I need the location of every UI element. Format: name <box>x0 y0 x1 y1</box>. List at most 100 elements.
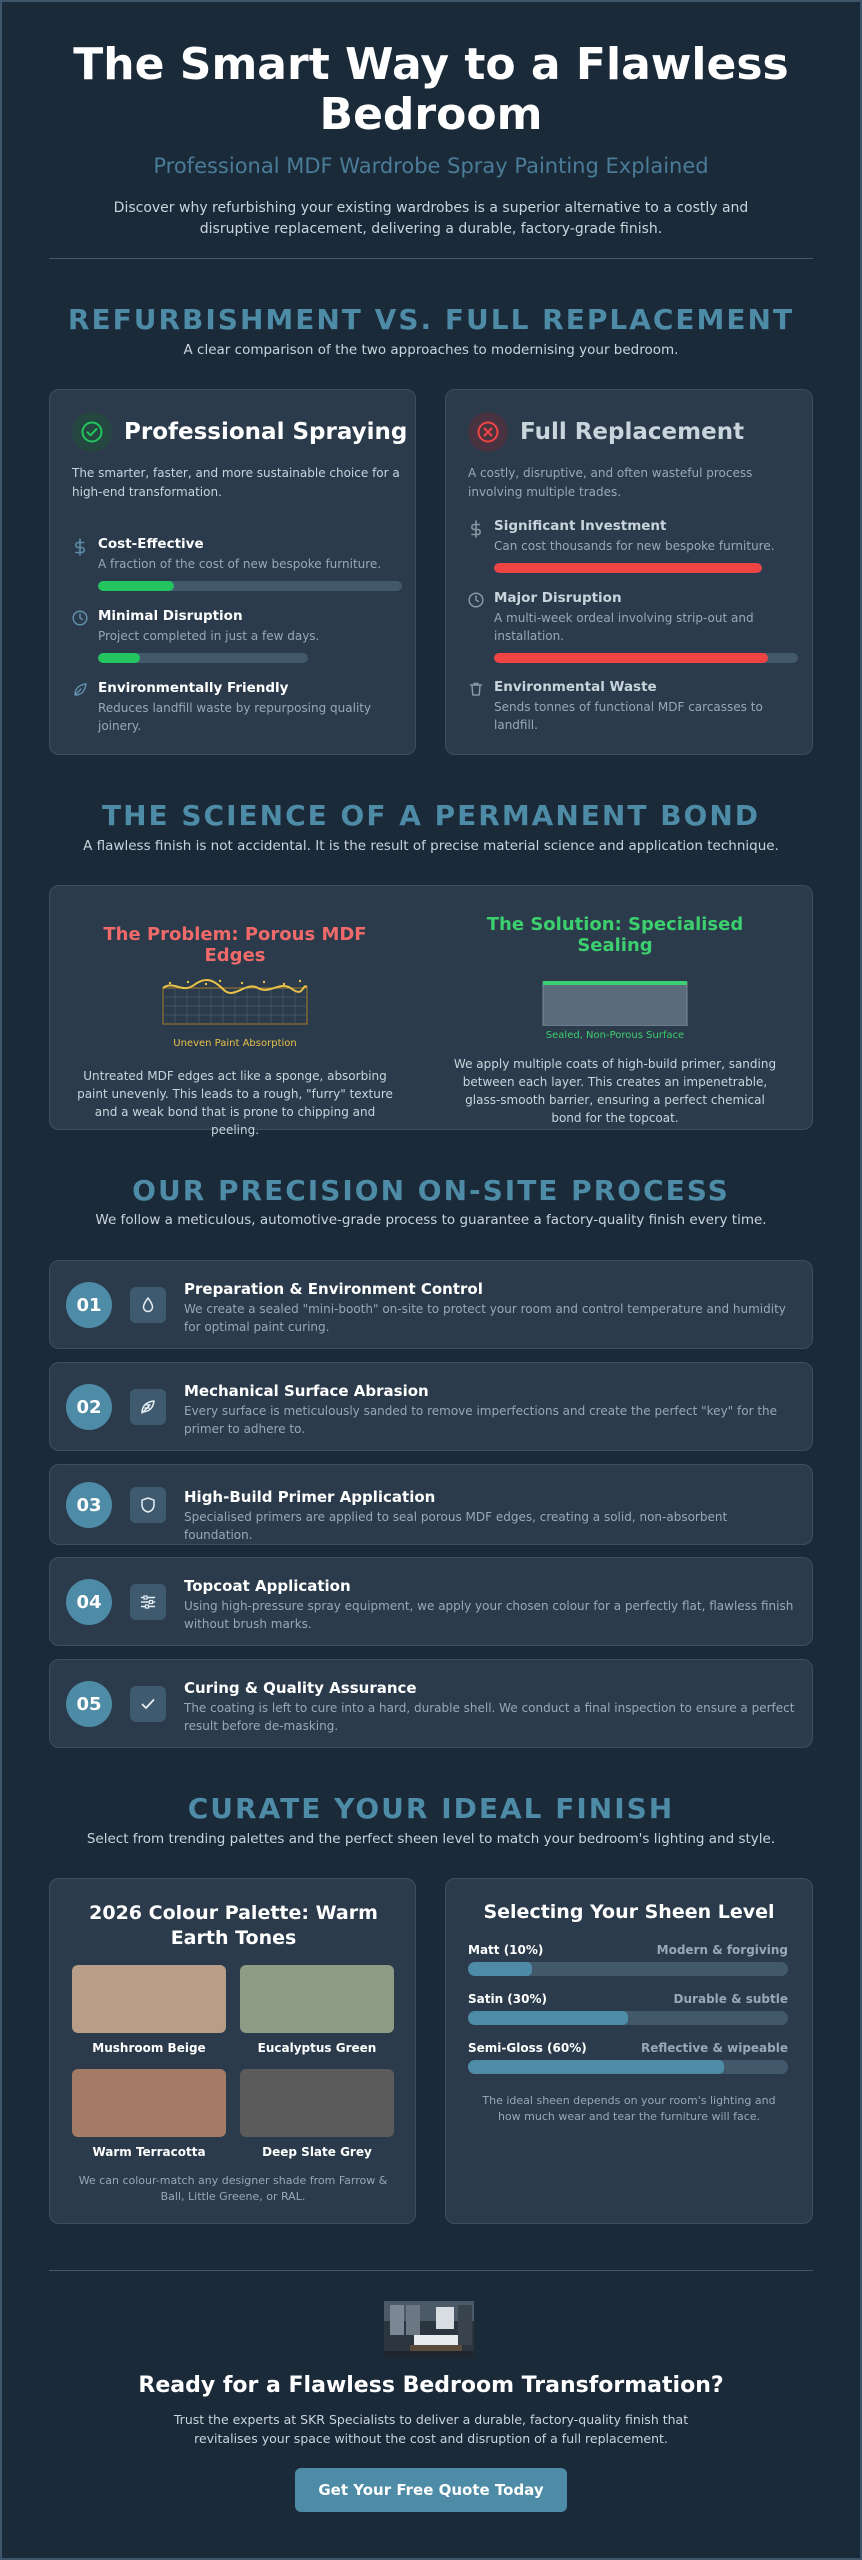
step-desc: Specialised primers are applied to seal … <box>184 1510 728 1542</box>
hero-intro: Discover why refurbishing your existing … <box>113 200 749 237</box>
shield-icon <box>130 1487 166 1523</box>
comparison-title: REFURBISHMENT VS. FULL REPLACEMENT <box>67 303 795 336</box>
hero: The Smart Way to a Flawless Bedroom Prof… <box>0 40 862 240</box>
solution-text: We apply multiple coats of high-build pr… <box>453 1057 777 1125</box>
swatch-eucalyptus-green[interactable] <box>240 1965 394 2033</box>
swatch-deep-slate-grey[interactable] <box>240 2069 394 2137</box>
feature-cost-effective: Cost-Effective A fraction of the cost of… <box>72 536 402 591</box>
clock-icon <box>468 590 494 663</box>
sealed-surface-illustration <box>542 981 688 1027</box>
replacement-title: Full Replacement <box>520 419 745 445</box>
feature-desc: A multi-week ordeal involving strip-out … <box>494 611 754 643</box>
cta-title: Ready for a Flawless Bedroom Transformat… <box>138 2373 724 2398</box>
cta-text: Trust the experts at SKR Specialists to … <box>173 2412 689 2446</box>
feature-desc: Can cost thousands for new bespoke furni… <box>494 539 775 553</box>
palette-card: 2026 Colour Palette: Warm Earth Tones Mu… <box>49 1878 416 2224</box>
feature-significant-investment: Significant Investment Can cost thousand… <box>468 518 798 573</box>
comparison-subtitle: A clear comparison of the two approaches… <box>183 342 679 358</box>
science-subtitle: A flawless finish is not accidental. It … <box>83 838 779 854</box>
swatch-label: Mushroom Beige <box>92 2041 206 2055</box>
step-number: 04 <box>66 1579 112 1625</box>
swatch-mushroom-beige[interactable] <box>72 1965 226 2033</box>
spraying-title: Professional Spraying <box>124 419 408 445</box>
step-title: Preparation & Environment Control <box>184 1280 483 1298</box>
sheen-bar <box>468 2060 788 2074</box>
bedroom-photo <box>384 2301 474 2358</box>
x-circle-icon <box>468 412 508 452</box>
get-quote-button[interactable]: Get Your Free Quote Today <box>295 2468 567 2512</box>
feature-title: Cost-Effective <box>98 536 204 552</box>
divider <box>49 258 813 259</box>
process-step: 03 High-Build Primer Application Special… <box>49 1464 813 1545</box>
palette-note: We can colour-match any designer shade f… <box>78 2174 388 2203</box>
step-number: 01 <box>66 1282 112 1328</box>
clock-icon <box>72 608 98 663</box>
feature-desc: Reduces landfill waste by repurposing qu… <box>98 701 372 733</box>
feature-title: Minimal Disruption <box>98 608 243 624</box>
feature-minimal-disruption: Minimal Disruption Project completed in … <box>72 608 402 663</box>
hero-subtitle: Professional MDF Wardrobe Spray Painting… <box>153 154 709 178</box>
sheen-desc: Reflective & wipeable <box>640 2041 788 2055</box>
problem-title: The Problem: Porous MDF Edges <box>103 924 367 966</box>
solution-caption: Sealed, Non-Porous Surface <box>545 1030 685 1041</box>
solution-title: The Solution: Specialised Sealing <box>486 914 744 956</box>
swatch-label: Deep Slate Grey <box>262 2145 372 2159</box>
process-subtitle: We follow a meticulous, automotive-grade… <box>95 1212 767 1228</box>
finish-title: CURATE YOUR IDEAL FINISH <box>187 1792 675 1825</box>
feature-environmental-waste: Environmental Waste Sends tonnes of func… <box>468 679 798 734</box>
feature-major-disruption: Major Disruption A multi-week ordeal inv… <box>468 590 798 663</box>
cost-bar <box>494 563 762 573</box>
sheen-card: Selecting Your Sheen Level Matt (10%)Mod… <box>445 1878 813 2224</box>
sliders-icon <box>130 1584 166 1620</box>
sheen-desc: Modern & forgiving <box>656 1943 788 1957</box>
step-title: Topcoat Application <box>184 1577 351 1595</box>
process-title: OUR PRECISION ON-SITE PROCESS <box>132 1174 730 1207</box>
sheen-desc: Durable & subtle <box>673 1992 788 2006</box>
sheen-bar <box>468 2011 788 2025</box>
dollar-icon <box>72 536 98 591</box>
droplet-icon <box>130 1287 166 1323</box>
sheen-name: Matt (10%) <box>468 1943 544 1957</box>
step-desc: Every surface is meticulously sanded to … <box>184 1404 778 1436</box>
step-desc: The coating is left to cure into a hard,… <box>184 1701 795 1733</box>
step-desc: We create a sealed "mini-booth" on-site … <box>184 1302 786 1334</box>
process-step: 04 Topcoat Application Using high-pressu… <box>49 1557 813 1646</box>
finish-subtitle: Select from trending palettes and the pe… <box>86 1831 776 1847</box>
step-title: Curing & Quality Assurance <box>184 1679 417 1697</box>
feather-icon <box>130 1389 166 1425</box>
process-step: 05 Curing & Quality Assurance The coatin… <box>49 1659 813 1748</box>
problem-column: The Problem: Porous MDF Edges Uneven Pai… <box>70 924 400 1139</box>
solution-column: The Solution: Specialised Sealing Sealed… <box>450 914 780 1127</box>
divider <box>49 2270 813 2271</box>
step-number: 05 <box>66 1681 112 1727</box>
sheen-name: Satin (30%) <box>468 1992 548 2006</box>
sheen-satin: Satin (30%) Durable & subtle <box>468 1992 788 2025</box>
swatch-label: Warm Terracotta <box>92 2145 206 2159</box>
spraying-description: The smarter, faster, and more sustainabl… <box>72 466 400 499</box>
feature-title: Major Disruption <box>494 590 622 606</box>
step-number: 03 <box>66 1482 112 1528</box>
problem-text: Untreated MDF edges act like a sponge, a… <box>77 1069 393 1137</box>
trash-icon <box>468 679 494 734</box>
feature-title: Environmentally Friendly <box>98 680 289 696</box>
disruption-bar <box>494 653 798 663</box>
step-title: High-Build Primer Application <box>184 1488 436 1506</box>
feature-desc: A fraction of the cost of new bespoke fu… <box>98 557 382 571</box>
step-title: Mechanical Surface Abrasion <box>184 1382 429 1400</box>
science-card: The Problem: Porous MDF Edges Uneven Pai… <box>49 885 813 1137</box>
check-circle-icon <box>72 412 112 452</box>
swatch-warm-terracotta[interactable] <box>72 2069 226 2137</box>
swatch-label: Eucalyptus Green <box>257 2041 377 2055</box>
feature-desc: Sends tonnes of functional MDF carcasses… <box>494 700 763 732</box>
check-icon <box>130 1686 166 1722</box>
sheen-matt: Matt (10%) Modern & forgiving <box>468 1943 788 1976</box>
leaf-icon <box>72 680 98 735</box>
replacement-card: Full Replacement A costly, disruptive, a… <box>445 389 813 755</box>
science-title: THE SCIENCE OF A PERMANENT BOND <box>101 799 761 832</box>
feature-title: Environmental Waste <box>494 679 657 695</box>
feature-desc: Project completed in just a few days. <box>98 629 320 643</box>
hero-title: The Smart Way to a Flawless Bedroom <box>73 39 789 140</box>
cost-bar <box>98 581 402 591</box>
process-step: 02 Mechanical Surface Abrasion Every sur… <box>49 1362 813 1451</box>
